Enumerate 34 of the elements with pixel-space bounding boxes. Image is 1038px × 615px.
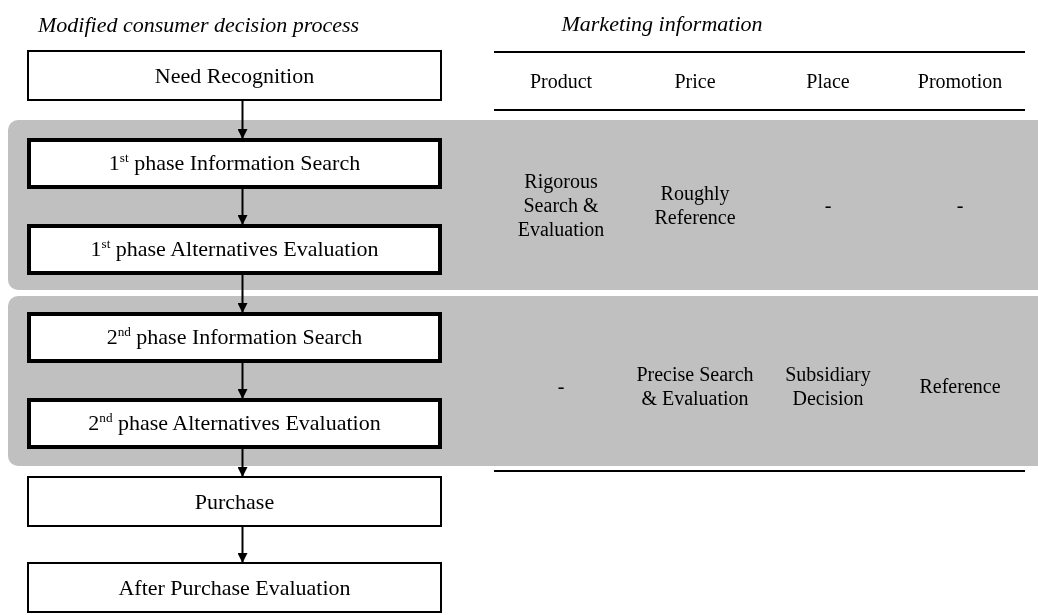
- column-header: Price: [673, 69, 717, 93]
- diagram-title: Modified consumer decision process: [38, 12, 360, 38]
- box-label: 1$^{st}$ phase Alternatives Evaluation: [90, 236, 379, 263]
- column-header: Product: [528, 69, 594, 93]
- table-cell-text: Rigorous Search & Evaluation: [516, 169, 606, 241]
- table-cell-text: -: [823, 193, 833, 217]
- process-box: [27, 50, 442, 101]
- process-box: [27, 138, 442, 189]
- table-cell-text: -: [556, 374, 566, 398]
- arrow: [237, 100, 248, 139]
- process-box: [27, 224, 442, 275]
- box-label: 2$^{nd}$ phase Information Search: [106, 324, 363, 351]
- box-label: Need Recognition: [154, 62, 315, 89]
- box-label: 1$^{st}$ phase Information Search: [108, 150, 361, 177]
- process-box: [27, 476, 442, 527]
- arrow: [237, 526, 248, 563]
- column-header: Promotion: [916, 69, 1004, 93]
- column-header: Place: [805, 69, 851, 93]
- arrow: [237, 188, 248, 225]
- heading: Marketing information: [561, 10, 763, 38]
- box-label: 2$^{nd}$ phase Alternatives Evaluation: [88, 410, 381, 437]
- box-label: Purchase: [194, 488, 275, 515]
- arrow: [237, 448, 248, 477]
- process-box: [27, 562, 442, 613]
- arrow: [237, 274, 248, 313]
- process-box: [27, 398, 442, 449]
- box-label: After Purchase Evaluation: [118, 574, 351, 601]
- table-cell-text: Roughly Reference: [653, 181, 737, 229]
- table-cell-text: Subsidiary Decision: [784, 362, 872, 410]
- table-cell: Precise Search & Evaluation: [635, 362, 755, 410]
- table-cell-text: -: [955, 193, 965, 217]
- table-cell-text: Reference: [918, 374, 1002, 398]
- arrow: [237, 362, 248, 399]
- process-box: [27, 312, 442, 363]
